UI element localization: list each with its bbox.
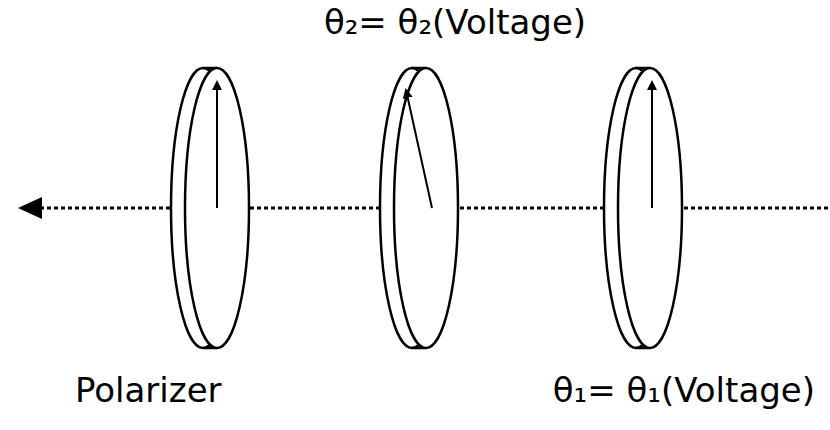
polarizer-disc [171, 68, 249, 348]
axis-arrowhead [18, 197, 42, 219]
rotator-disc [380, 68, 458, 348]
part-label: Polarizer [75, 370, 222, 411]
angle-label: θ₁= θ₁(Voltage) [553, 370, 815, 411]
angle-label: θ₂= θ₂(Voltage) [324, 2, 586, 43]
input-disc [604, 68, 682, 348]
